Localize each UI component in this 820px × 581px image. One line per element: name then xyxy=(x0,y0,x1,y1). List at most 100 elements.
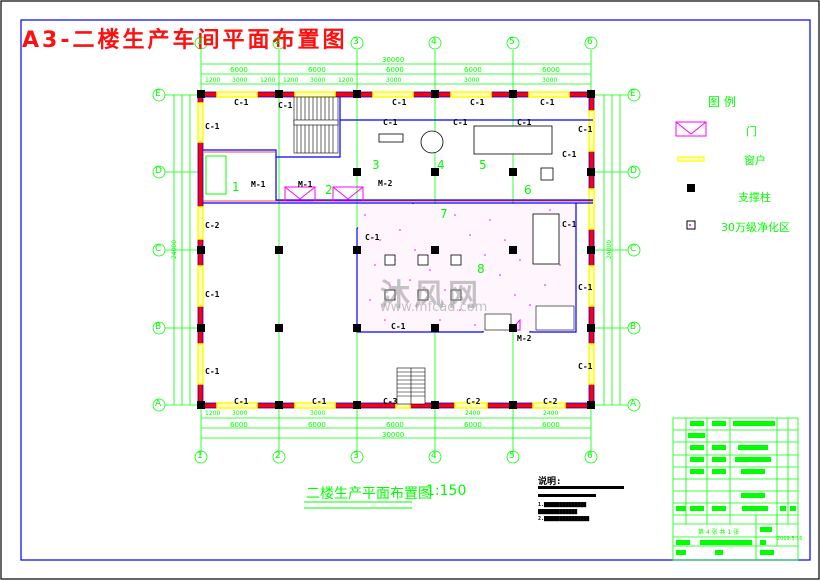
watermark-logo: 沐风网 xyxy=(380,278,482,313)
bay-width-4: 6000 xyxy=(464,66,482,74)
door-label-m1: M-1 xyxy=(298,180,313,189)
columns xyxy=(197,90,695,409)
door-label-m2: M-2 xyxy=(517,334,532,343)
bay-width-bottom-2: 6000 xyxy=(308,421,326,429)
overall-width-top: 30000 xyxy=(382,56,405,64)
axis-col-3-bottom: 3 xyxy=(353,451,359,461)
legend-door-label: 门 xyxy=(746,125,757,138)
plan-subtitle: 二楼生产平面布置图 xyxy=(306,486,432,502)
window-label: C-1 xyxy=(312,397,327,406)
window-label: C-1 xyxy=(205,122,220,131)
bay-width-5: 6000 xyxy=(542,66,560,74)
window-label: C-3 xyxy=(383,397,398,406)
door-label-m2: M-2 xyxy=(378,179,393,188)
legend-column-label: 支撑柱 xyxy=(738,191,771,204)
legend-window-symbol xyxy=(677,156,705,162)
window-label: C-1 xyxy=(205,367,220,376)
window-label: C-1 xyxy=(578,125,593,134)
dim-top-seg-11: 3000 xyxy=(464,77,480,84)
axis-col-5-bottom: 5 xyxy=(509,451,515,461)
dim-top-seg-3: 1200 xyxy=(260,77,276,84)
notes-line-3: 2.▇▇▇▇▇▇▇▇▇▇▇▇▇▇▇ xyxy=(538,516,590,522)
dim-bottom-seg-5: 3000 xyxy=(310,410,326,417)
window-label: C-1 xyxy=(517,118,532,127)
window-label: C-1 xyxy=(470,98,485,107)
axis-col-1: 1 xyxy=(197,37,203,47)
equipment-number-1: 1 xyxy=(232,180,240,194)
dim-top-seg-14: 3000 xyxy=(542,77,558,84)
door-label-m1: M-1 xyxy=(251,180,266,189)
overall-width-bottom: 30000 xyxy=(382,431,405,439)
window-label: C-1 xyxy=(562,220,577,229)
axis-row-A: A xyxy=(155,399,162,409)
dim-bottom-seg-2: 3000 xyxy=(232,410,248,417)
axis-col-6: 6 xyxy=(587,37,593,47)
interior-walls xyxy=(203,97,593,333)
equipment-number-2: 2 xyxy=(325,183,333,197)
bay-width-bottom-1: 6000 xyxy=(230,421,248,429)
title-block xyxy=(672,417,799,561)
equipment-number-7: 7 xyxy=(440,207,448,221)
dim-bottom-seg-1: 1200 xyxy=(205,410,221,417)
doors xyxy=(205,121,707,331)
dim-top-seg-8: 3000 xyxy=(386,77,402,84)
inner-frame xyxy=(20,19,811,561)
notes-heading: 说明: xyxy=(538,477,562,487)
legend-window-label: 窗户 xyxy=(744,154,766,167)
window-label: C-1 xyxy=(578,362,593,371)
dim-top-seg-5: 3000 xyxy=(310,77,326,84)
bay-width-bottom-3: 6000 xyxy=(386,421,404,429)
axis-row-D-right: D xyxy=(630,166,637,176)
axis-row-C: C xyxy=(155,244,162,254)
legend-cleanroom-label: 30万级净化区 xyxy=(721,221,790,234)
axis-col-5: 5 xyxy=(509,37,515,47)
notes-line-2: ▇▇▇▇▇▇▇▇▇▇▇▇▇ xyxy=(538,509,578,515)
dim-top-seg-1: 1200 xyxy=(205,77,221,84)
window-label: C-1 xyxy=(578,283,593,292)
axis-col-6-bottom: 6 xyxy=(587,451,593,461)
dim-top-seg-6: 1200 xyxy=(338,77,354,84)
window-label: C-1 xyxy=(392,98,407,107)
plan-scale: 1:150 xyxy=(426,483,467,499)
dim-bottom-seg-14: 2400 xyxy=(543,410,559,417)
axis-col-3: 3 xyxy=(353,37,359,47)
axis-row-E-right: E xyxy=(630,89,636,99)
window-label: C-1 xyxy=(205,290,220,299)
overall-depth-right: 24000 xyxy=(606,239,614,260)
equipment xyxy=(378,125,560,301)
window-label: C-1 xyxy=(365,233,380,242)
notes-line-1: 1.▇▇▇▇▇▇▇▇▇▇▇▇▇▇ xyxy=(538,502,587,508)
bay-width-3: 6000 xyxy=(386,66,404,74)
equipment-number-4: 4 xyxy=(437,158,445,172)
dim-top-seg-2: 3000 xyxy=(232,77,248,84)
dim-bottom-seg-11: 2400 xyxy=(465,410,481,417)
window-label: C-1 xyxy=(391,322,406,331)
legend-title: 图 例 xyxy=(708,95,736,109)
window-label: C-2 xyxy=(466,397,481,406)
drawing-title: A3-二楼生产车间平面布置图 xyxy=(22,28,348,53)
title-block-text-bars xyxy=(676,421,796,555)
axis-col-1-bottom: 1 xyxy=(197,451,203,461)
axis-col-2-bottom: 2 xyxy=(275,451,281,461)
window-label: C-1 xyxy=(383,118,398,127)
window-label: C-1 xyxy=(278,101,293,110)
axis-row-B-right: B xyxy=(630,322,637,332)
axis-row-B: B xyxy=(155,322,162,332)
axis-row-D: D xyxy=(155,166,162,176)
equipment-number-8: 8 xyxy=(477,262,485,276)
axis-col-4: 4 xyxy=(431,37,437,47)
window-label: C-1 xyxy=(234,397,249,406)
bay-width-bottom-5: 6000 xyxy=(542,421,560,429)
watermark-url: www.mfcad.com xyxy=(380,300,488,315)
equipment-number-6: 6 xyxy=(524,183,532,197)
title-block-date: 2019.5.16 xyxy=(777,536,803,542)
window-label: C-2 xyxy=(543,397,558,406)
axis-col-4-bottom: 4 xyxy=(431,451,437,461)
window-label: C-2 xyxy=(205,221,220,230)
window-label: C-1 xyxy=(562,150,577,159)
bay-width-bottom-4: 6000 xyxy=(464,421,482,429)
windows xyxy=(197,91,595,409)
